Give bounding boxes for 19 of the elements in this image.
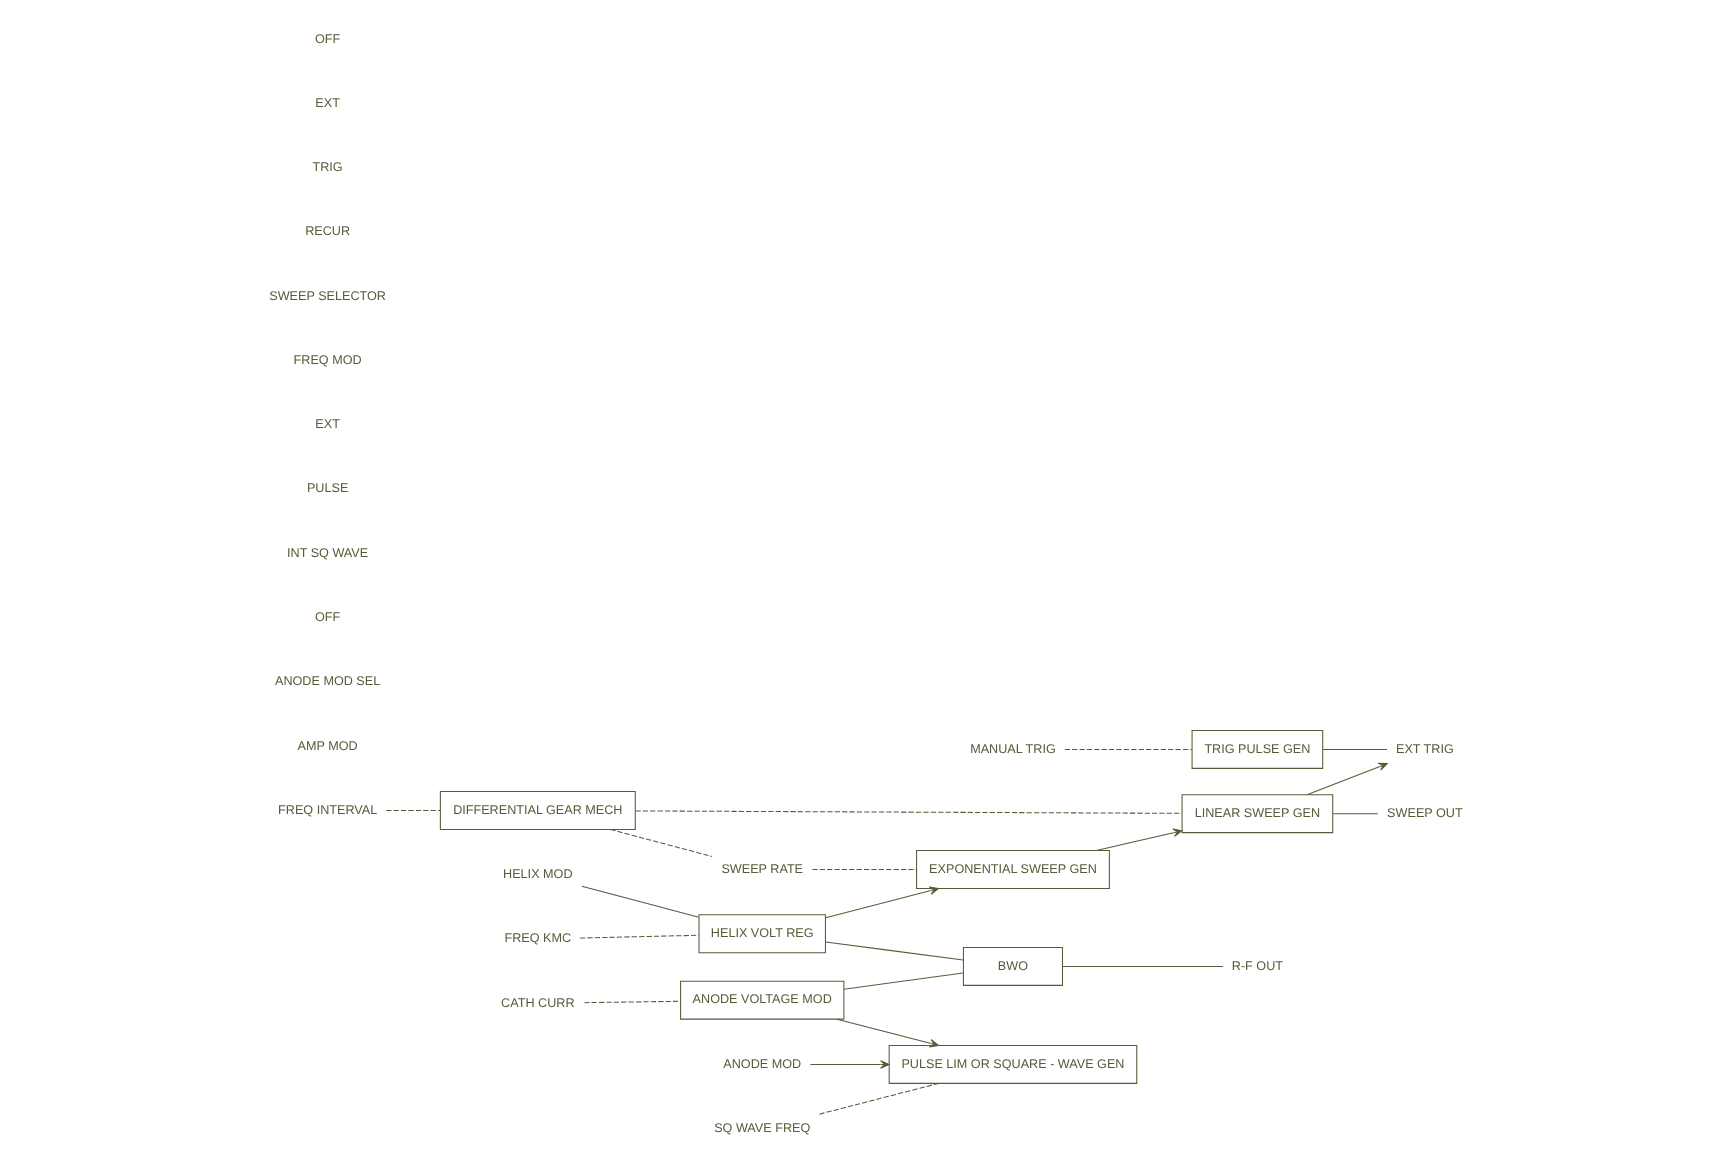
arrow: [835, 1018, 939, 1048]
connector: [1061, 965, 1223, 967]
connector: [810, 869, 916, 871]
arrow: [1094, 828, 1182, 852]
arrow: [824, 886, 938, 919]
connector: [1331, 813, 1378, 815]
arrow: [1306, 762, 1387, 796]
connector: [1321, 748, 1387, 750]
connector: [384, 810, 440, 812]
connector: [582, 1000, 680, 1004]
connector: [578, 934, 699, 939]
connector: [817, 1082, 939, 1115]
connector: [1063, 748, 1192, 750]
connector: [580, 885, 699, 918]
connector: [842, 972, 963, 990]
connector: [634, 810, 1182, 814]
arrow: [808, 1060, 889, 1069]
connector: [824, 941, 963, 961]
connector: [608, 829, 712, 857]
